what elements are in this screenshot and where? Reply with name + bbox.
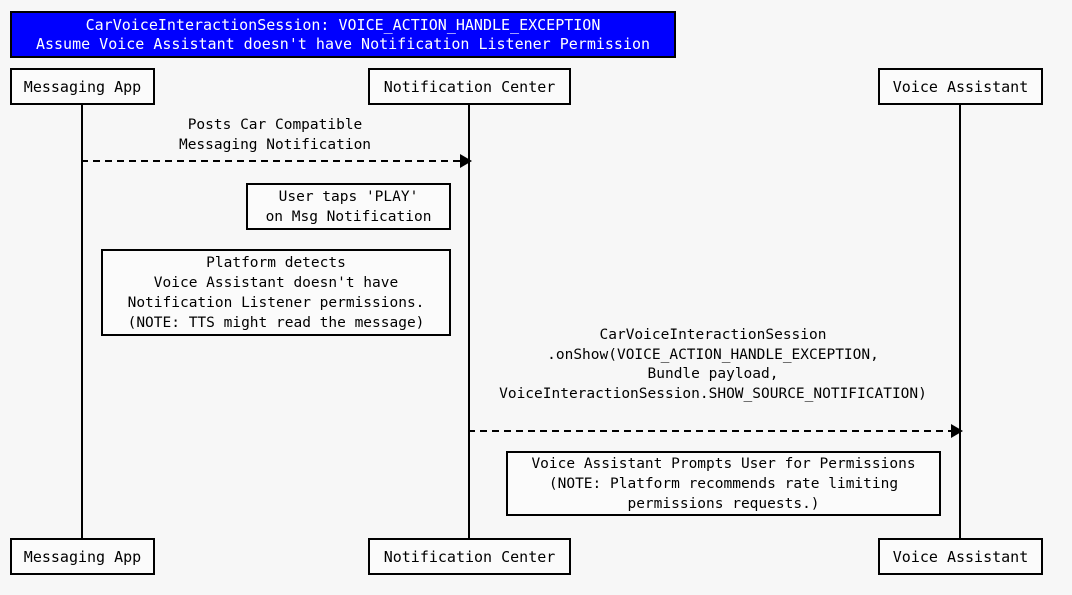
participant-head-messaging-app-label: Messaging App (23, 77, 142, 96)
note-user-taps-play-line-2: on Msg Notification (265, 208, 432, 225)
message-2-line-4: VoiceInteractionSession.SHOW_SOURCE_NOTI… (499, 385, 927, 402)
note-voice-assistant-prompts-line-3: permissions requests.) (627, 495, 820, 512)
message-arrow-posts-car-compatible-messaging-notification (81, 154, 472, 168)
participant-head-notification-center-label: Notification Center (383, 77, 556, 96)
note-user-taps-play-line-1: User taps 'PLAY' (278, 188, 419, 205)
lifeline-voice-assistant (959, 104, 961, 539)
note-user-taps-play: User taps 'PLAY' on Msg Notification (246, 183, 451, 230)
diagram-title-line-1: CarVoiceInteractionSession: VOICE_ACTION… (85, 15, 601, 34)
message-2-line-1: CarVoiceInteractionSession (599, 327, 827, 343)
note-platform-detects-missing-permission: Platform detects Voice Assistant doesn't… (101, 249, 451, 336)
participant-head-voice-assistant-label: Voice Assistant (892, 77, 1029, 96)
participant-foot-messaging-app[interactable]: Messaging App (10, 538, 155, 575)
message-2-line-3: Bundle payload, (647, 366, 779, 382)
message-1-line-2: Messaging Notification (178, 136, 372, 153)
lifeline-notification-center (468, 104, 470, 539)
participant-foot-voice-assistant-label: Voice Assistant (892, 547, 1029, 566)
note-platform-detects-line-1: Platform detects (206, 254, 346, 271)
message-arrow-car-voice-interaction-session-onshow (468, 424, 963, 438)
note-voice-assistant-prompts-line-1: Voice Assistant Prompts User for Permiss… (531, 455, 916, 472)
note-platform-detects-line-2: Voice Assistant doesn't have (153, 274, 399, 291)
participant-head-voice-assistant[interactable]: Voice Assistant (878, 68, 1043, 105)
lifeline-messaging-app (81, 104, 83, 539)
note-voice-assistant-prompts-user: Voice Assistant Prompts User for Permiss… (506, 451, 941, 516)
participant-foot-notification-center-label: Notification Center (383, 547, 556, 566)
participant-foot-notification-center[interactable]: Notification Center (368, 538, 571, 575)
diagram-title-banner: CarVoiceInteractionSession: VOICE_ACTION… (10, 11, 676, 58)
note-voice-assistant-prompts-line-2: (NOTE: Platform recommends rate limiting (548, 475, 899, 492)
message-label-car-voice-interaction-session-onshow: CarVoiceInteractionSession .onShow(VOICE… (473, 320, 953, 404)
message-label-posts-car-compatible-messaging-notification: Posts Car Compatible Messaging Notificat… (105, 110, 445, 155)
diagram-title-line-2: Assume Voice Assistant doesn't have Noti… (35, 34, 651, 53)
note-platform-detects-line-4: (NOTE: TTS might read the message) (127, 314, 425, 331)
note-platform-detects-line-3: Notification Listener permissions. (127, 294, 425, 311)
message-2-line-2: .onShow(VOICE_ACTION_HANDLE_EXCEPTION, (547, 346, 879, 363)
participant-head-notification-center[interactable]: Notification Center (368, 68, 571, 105)
participant-head-messaging-app[interactable]: Messaging App (10, 68, 155, 105)
participant-foot-messaging-app-label: Messaging App (23, 547, 142, 566)
participant-foot-voice-assistant[interactable]: Voice Assistant (878, 538, 1043, 575)
message-1-line-1: Posts Car Compatible (187, 117, 363, 133)
